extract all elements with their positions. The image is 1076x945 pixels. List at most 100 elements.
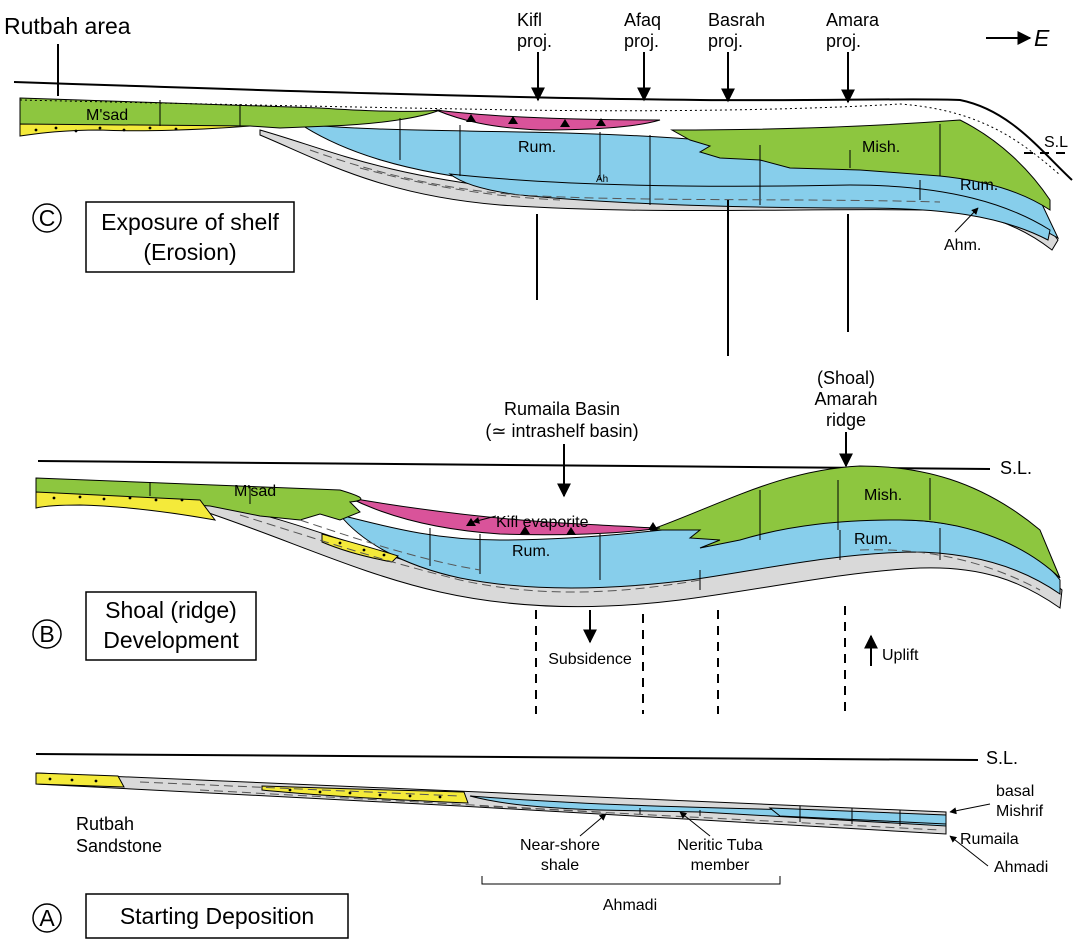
c-shale-dashes: [309, 149, 941, 203]
b-sl-label: S.L.: [1000, 458, 1032, 478]
c-sl-label: S.L: [1044, 134, 1068, 151]
basrah-proj-name: Basrah: [708, 10, 765, 30]
kifl-proj-name: Kifl: [517, 10, 542, 30]
b-basin-line2: (≃ intrashelf basin): [485, 421, 638, 441]
c-sandstone: [19, 123, 251, 137]
b-kifl-pointer: [472, 515, 497, 524]
b-mish-label: Mish.: [864, 487, 902, 504]
a-basal-mishrif: [768, 807, 947, 825]
b-sandstone: [35, 491, 217, 521]
afaq-proj-suffix: proj.: [624, 31, 659, 51]
b-circle: [32, 619, 62, 649]
c-sand-dots: [34, 126, 178, 133]
c-cell-lines: [159, 100, 941, 205]
rutbah-area-label: Rutbah area: [4, 13, 131, 39]
a-title: Starting Deposition: [120, 903, 314, 929]
b-letter: B: [39, 621, 54, 647]
a-sandstone-lens: [261, 785, 469, 804]
a-sandstone-left: [35, 772, 125, 788]
c-rum2-label: Rum.: [960, 177, 998, 194]
amara-proj-name: Amara: [826, 10, 880, 30]
a-rutbah-line2: Sandstone: [76, 836, 162, 856]
c-lower-blue-layer: [448, 173, 1051, 241]
b-title-box: [85, 591, 257, 661]
c-rum-label: Rum.: [518, 139, 556, 156]
a-cell-lines: [639, 806, 901, 826]
a-neritic-line1: Neritic Tuba: [677, 837, 762, 854]
kifl-proj-suffix: proj.: [517, 31, 552, 51]
amara-proj-suffix: proj.: [826, 31, 861, 51]
a-shale-wedge: [35, 772, 947, 835]
b-title-line1: Shoal (ridge): [105, 597, 237, 623]
c-mish-label: Mish.: [862, 139, 900, 156]
b-rumaila-layer: [338, 514, 1061, 595]
a-rumaila-label: Rumaila: [960, 831, 1019, 848]
projection-afaq: Afaq proj.: [624, 10, 661, 102]
panel-b: S.L.: [32, 368, 1063, 714]
c-erosion-surface: [19, 99, 1061, 176]
c-circle: [32, 203, 62, 233]
projection-amara: Amara proj.: [826, 10, 880, 104]
b-sand-dots: [52, 495, 386, 557]
east-arrow: E: [986, 25, 1050, 51]
c-letter: C: [39, 205, 56, 231]
a-circle: [32, 903, 62, 933]
a-neritic-line2: member: [691, 857, 750, 874]
basrah-proj-suffix: proj.: [708, 31, 743, 51]
b-subsidence-label: Subsidence: [548, 651, 632, 668]
c-ahm-label: Ahm.: [944, 237, 981, 254]
projection-basrah: Basrah proj.: [708, 10, 765, 103]
b-cell-lines: [149, 478, 941, 590]
afaq-proj-name: Afaq: [624, 10, 661, 30]
a-ahmadi-label: Ahmadi: [994, 859, 1048, 876]
a-sl-label: S.L.: [986, 748, 1018, 768]
b-shale-dashes: [239, 514, 1041, 593]
a-title-box: [85, 893, 349, 939]
a-basal-pointer: [949, 803, 991, 815]
a-ahmadi-bracket: [481, 876, 781, 885]
a-rutbah-line1: Rutbah: [76, 814, 134, 834]
c-title-line1: Exposure of shelf: [101, 209, 279, 235]
c-mishrif-layer: [670, 119, 1051, 211]
b-mishrif-layer: [649, 465, 1061, 579]
c-title-line2: (Erosion): [143, 239, 236, 265]
c-evaporite-triangles: [466, 114, 606, 127]
b-uplift-label: Uplift: [882, 647, 919, 664]
a-letter: A: [39, 905, 55, 931]
a-nearshore-line2: shale: [541, 857, 579, 874]
b-evaporite-triangles: [466, 518, 658, 535]
b-ridge-line3: ridge: [826, 410, 866, 430]
b-basin-line1: Rumaila Basin: [504, 399, 620, 419]
b-msad-layer: [35, 477, 362, 521]
a-basal-line1: basal: [996, 783, 1034, 800]
panel-c: S.L M'sad Rum. Mish. Rum. Ah Ahm. C Expo…: [13, 81, 1073, 356]
c-ah-label: Ah: [596, 174, 608, 185]
c-title-box: [85, 201, 295, 273]
b-msad-label: M'sad: [234, 483, 276, 500]
c-ahm-pointer: [954, 207, 979, 233]
c-msad-layer: [19, 97, 441, 129]
b-kifl-label: Kifl evaporite: [496, 514, 589, 531]
a-ahmadi-bracket-label: Ahmadi: [603, 897, 657, 914]
panel-a: S.L. Rutbah Sandstone Near-shore shale N…: [32, 748, 1048, 939]
a-sl-line: [35, 753, 979, 761]
b-kifl-evaporite: [349, 497, 661, 536]
c-surface-line: [13, 81, 1073, 181]
projection-kifl: Kifl proj.: [517, 10, 552, 102]
b-ridge-line2: Amarah: [814, 389, 877, 409]
b-rum-label: Rum.: [512, 543, 550, 560]
b-sl-line: [37, 460, 991, 470]
a-nearshore-line1: Near-shore: [520, 837, 600, 854]
a-nearshore-pointer: [579, 813, 607, 837]
a-basal-line2: Mishrif: [996, 803, 1044, 820]
b-rum2-label: Rum.: [854, 531, 892, 548]
b-title-line2: Development: [103, 627, 239, 653]
c-msad-label: M'sad: [86, 107, 128, 124]
a-neritic-pointer: [679, 811, 711, 837]
east-label: E: [1034, 25, 1050, 51]
a-sand-dots: [48, 777, 442, 799]
b-ridge-line1: (Shoal): [817, 368, 875, 388]
a-ahmadi-pointer: [949, 835, 989, 867]
a-shale-dashes: [139, 781, 941, 831]
